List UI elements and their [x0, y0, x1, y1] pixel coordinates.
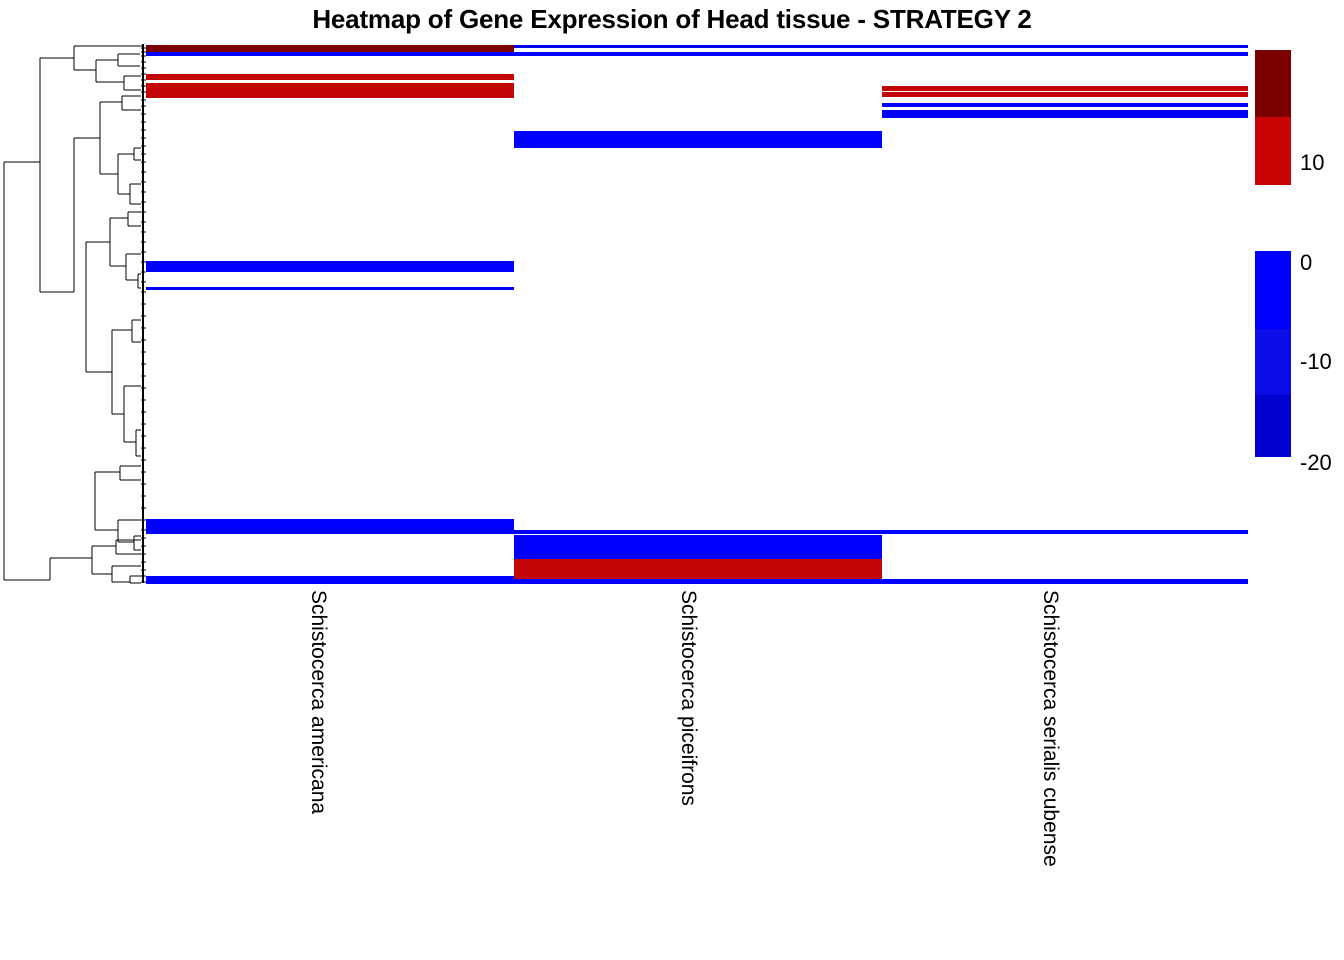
heatmap-cell: [514, 559, 882, 579]
heatmap-cell: [514, 45, 882, 48]
heatmap-cell: [514, 530, 882, 534]
legend-tick-label: -10: [1300, 349, 1332, 374]
legend-color-block: [1255, 50, 1291, 117]
legend-tick-label: 0: [1300, 250, 1313, 275]
heatmap-cell: [882, 579, 1248, 584]
heatmap-cell: [882, 530, 1248, 534]
heatmap-grid: [146, 42, 1248, 584]
legend-tick-label: -20: [1300, 450, 1332, 475]
legend-color-block: [1255, 395, 1291, 457]
column-label-piceifrons: Schistocerca piceifrons: [677, 590, 700, 806]
legend-color-block: [1255, 117, 1291, 185]
heatmap-cell: [146, 576, 514, 584]
heatmap-cell: [882, 92, 1248, 97]
heatmap-cell: [882, 52, 1248, 56]
heatmap-cell: [514, 131, 882, 148]
heatmap-cell: [882, 103, 1248, 107]
heatmap-cell: [882, 45, 1248, 48]
legend-color-block: [1255, 251, 1291, 329]
heatmap-cell: [514, 52, 882, 56]
heatmap-cell: [146, 45, 514, 52]
heatmap-cell: [514, 535, 882, 559]
heatmap-cell: [514, 579, 882, 584]
column-label-americana: Schistocerca americana: [307, 590, 330, 815]
heatmap-cell: [882, 86, 1248, 91]
heatmap-cell: [882, 110, 1248, 118]
color-legend: 10 0 -10 -20: [1255, 40, 1344, 474]
column-label-serialis-cubense: Schistocerca serialis cubense: [1039, 590, 1062, 867]
row-dendrogram: [3, 44, 146, 584]
heatmap-cell: [146, 52, 514, 56]
page-title: Heatmap of Gene Expression of Head tissu…: [312, 4, 1032, 34]
legend-color-block: [1255, 329, 1291, 395]
heatmap-cell: [146, 261, 514, 272]
heatmap-cell: [146, 287, 514, 290]
heatmap-cell: [146, 83, 514, 98]
heatmap-cell: [146, 519, 514, 534]
heatmap-cell: [146, 74, 514, 80]
legend-tick-label: 10: [1300, 150, 1325, 175]
